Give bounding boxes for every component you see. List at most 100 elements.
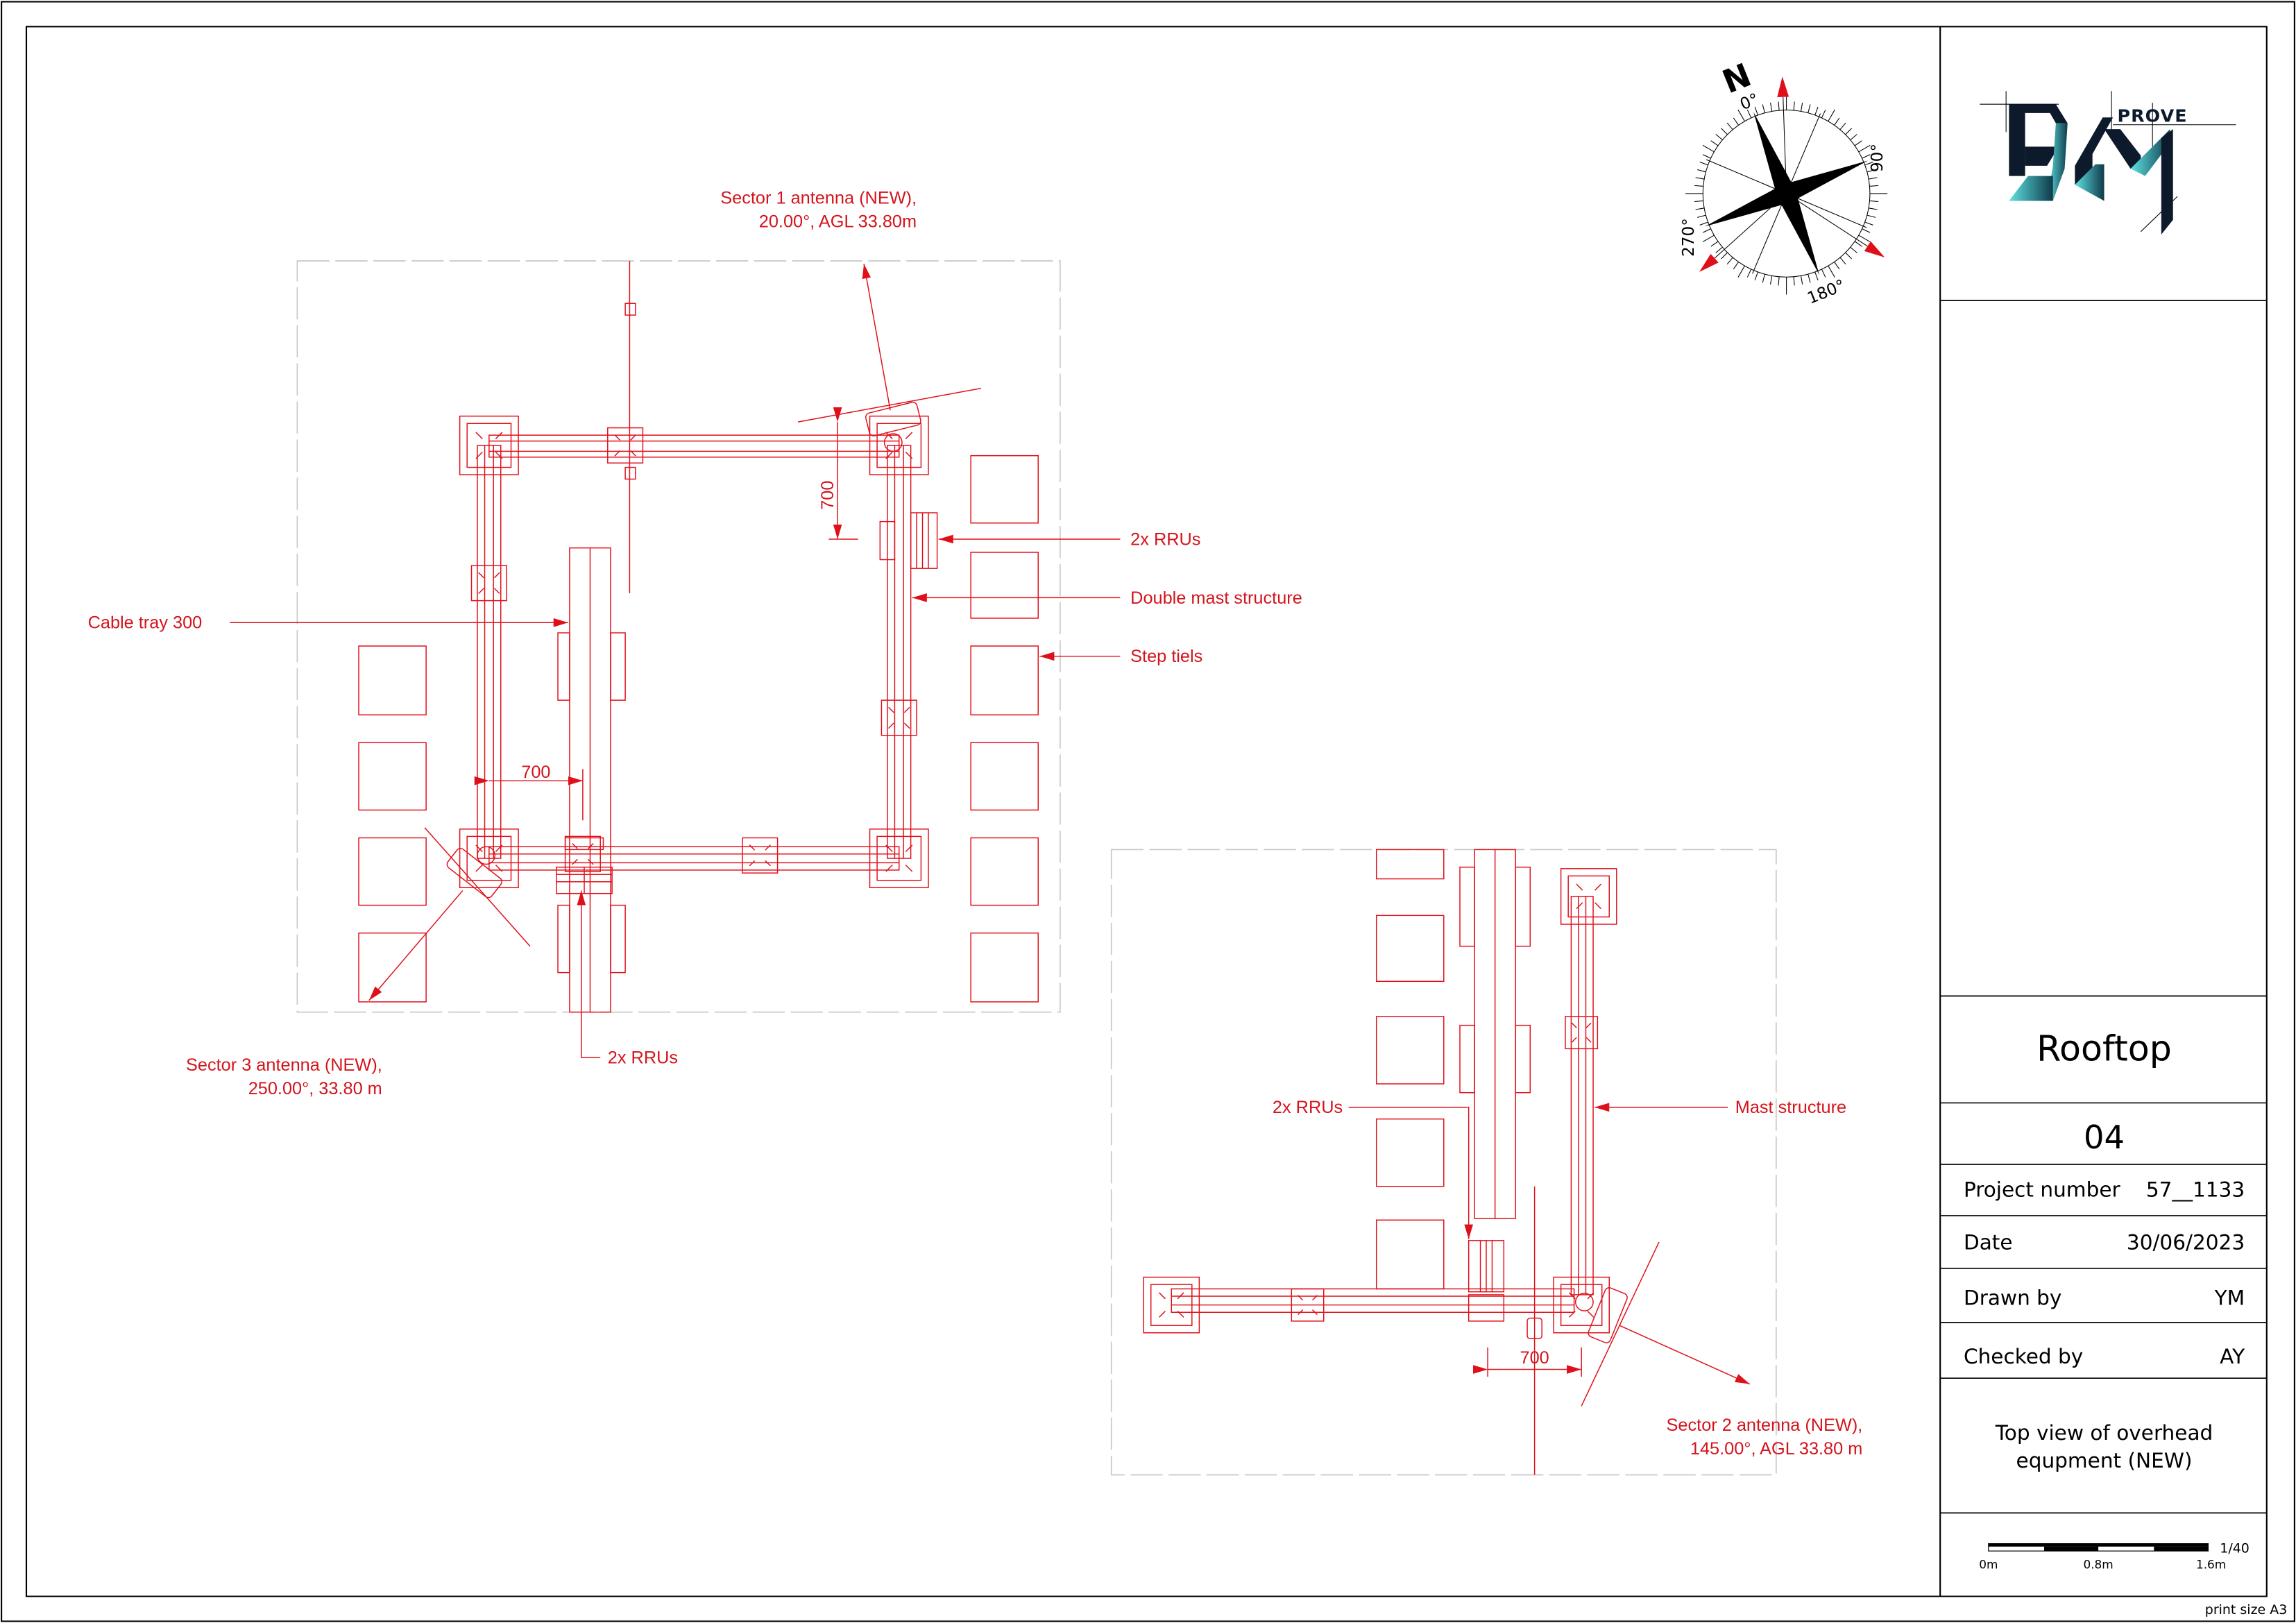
sector1-label-line1: Sector 1 antenna (NEW), bbox=[720, 189, 917, 208]
compass-tick bbox=[1814, 271, 1819, 281]
project-number-label: Project number bbox=[1964, 1178, 2121, 1202]
compass-tick bbox=[1845, 128, 1852, 135]
compass-tick bbox=[1710, 140, 1719, 146]
sheet-number: 04 bbox=[2084, 1119, 2125, 1156]
sector1-antenna bbox=[797, 264, 982, 452]
rru-unit-right bbox=[879, 512, 938, 569]
scale-label-mid: 0.8m bbox=[2083, 1558, 2113, 1572]
cable-tray bbox=[557, 547, 626, 1013]
step-tile bbox=[970, 645, 1039, 715]
compass-tick bbox=[1869, 185, 1879, 187]
compass-tick bbox=[1754, 271, 1758, 281]
compass-tick bbox=[1721, 128, 1728, 135]
compass-180: 180° bbox=[1805, 276, 1848, 308]
compass-tick bbox=[1808, 273, 1811, 283]
step-tile bbox=[1375, 849, 1445, 880]
compass-tick bbox=[1839, 122, 1846, 130]
title-row-checked: Checked by AY bbox=[1964, 1345, 2245, 1368]
compass-tick bbox=[1778, 101, 1780, 111]
sector-azimuth-arrow-icon bbox=[1699, 198, 1782, 272]
compass-tick bbox=[1699, 221, 1708, 226]
compass-tick bbox=[1778, 276, 1780, 286]
corner-base-plate bbox=[1560, 868, 1617, 925]
step-tile bbox=[358, 932, 427, 1003]
compass-tick bbox=[1850, 134, 1857, 141]
title-block bbox=[1940, 300, 2267, 1514]
mast-structure-label: Mast structure bbox=[1735, 1098, 1846, 1117]
scale-label-end: 1.6m bbox=[2196, 1558, 2226, 1572]
compass-tick bbox=[1800, 275, 1803, 284]
compass-tick bbox=[1710, 241, 1719, 247]
compass-tick bbox=[1868, 207, 1878, 210]
compass-tick bbox=[1746, 269, 1752, 278]
mast-clamp-plate bbox=[881, 699, 917, 736]
compass-tick bbox=[1702, 228, 1711, 233]
checked-by-value: AY bbox=[2220, 1345, 2245, 1368]
step-tile bbox=[1375, 915, 1445, 983]
compass-tick bbox=[1702, 144, 1715, 153]
step-tile bbox=[970, 552, 1039, 619]
mast-clamp-plate bbox=[470, 565, 507, 602]
corner-base-plate bbox=[459, 829, 519, 888]
step-tile bbox=[970, 454, 1039, 524]
double-mast-label: Double mast structure bbox=[1130, 588, 1302, 608]
logo-prove-text: PROVE bbox=[2118, 105, 2188, 126]
compass-tick bbox=[1858, 235, 1871, 243]
compass-tick bbox=[1702, 235, 1715, 243]
compass-tick bbox=[1866, 214, 1876, 218]
drawing-frame bbox=[25, 26, 2268, 1597]
compass-tick bbox=[1695, 177, 1705, 180]
compass-tick bbox=[1762, 104, 1765, 113]
compass-tick bbox=[1854, 241, 1862, 247]
title-row-date: Date 30/06/2023 bbox=[1964, 1230, 2245, 1254]
compass-rose-icon: 0° 90° 180° 270° N bbox=[1679, 56, 1888, 308]
compass-270: 270° bbox=[1679, 218, 1698, 257]
compass-tick bbox=[1697, 214, 1706, 218]
compass-tick bbox=[1737, 110, 1745, 122]
sector-azimuth-arrow-icon bbox=[1792, 197, 1885, 257]
dimension-700-secondary: 700 bbox=[1520, 1348, 1549, 1368]
sector3-label-line2: 250.00°, 33.80 m bbox=[248, 1079, 382, 1098]
bim-prove-logo: PROVE bbox=[1980, 91, 2236, 235]
compass-tick bbox=[1839, 257, 1846, 265]
compass-tick bbox=[1808, 104, 1811, 113]
step-tiles-secondary bbox=[1375, 849, 1445, 1290]
scale-ratio: 1/40 bbox=[2220, 1540, 2250, 1556]
compass-tick bbox=[1737, 265, 1745, 278]
compass-tick bbox=[1800, 102, 1803, 112]
print-size: print size A3 bbox=[2205, 1602, 2288, 1617]
step-tiles-main bbox=[358, 454, 1039, 1003]
sector2-label-line1: Sector 2 antenna (NEW), bbox=[1667, 1416, 1863, 1435]
mast-clamp-plate bbox=[1291, 1288, 1325, 1322]
mast-clamp-plate bbox=[564, 835, 601, 872]
compass-tick bbox=[1715, 134, 1723, 141]
compass-tick bbox=[1695, 207, 1705, 210]
date-value: 30/06/2023 bbox=[2127, 1230, 2245, 1254]
compass-tick bbox=[1866, 169, 1876, 173]
mast-clamp-plate bbox=[607, 427, 644, 464]
sector-azimuth-arrow-icon bbox=[1777, 76, 1789, 187]
scale-bar: 0m 0.8m 1.6m 1/40 bbox=[1979, 1540, 2250, 1571]
sheet-title: Rooftop bbox=[2036, 1028, 2172, 1069]
compass-tick bbox=[1821, 110, 1826, 119]
double-mast-frame bbox=[477, 434, 912, 871]
compass-tick bbox=[1868, 177, 1878, 180]
compass-tick bbox=[1769, 102, 1773, 112]
project-number-value: 57__1133 bbox=[2146, 1178, 2245, 1202]
corner-base-plate bbox=[1143, 1276, 1200, 1334]
sector2-label-line2: 145.00°, AGL 33.80 m bbox=[1690, 1439, 1862, 1459]
compass-tick bbox=[1702, 154, 1711, 159]
description-line2: equpment (NEW) bbox=[2016, 1449, 2193, 1472]
mast-clamp-plate bbox=[1565, 1016, 1599, 1050]
compass-tick bbox=[1697, 169, 1706, 173]
compass-tick bbox=[1828, 110, 1835, 122]
step-tile bbox=[970, 837, 1039, 906]
compass-tick bbox=[1845, 252, 1852, 260]
step-tile bbox=[970, 932, 1039, 1003]
title-row-drawn: Drawn by YM bbox=[1964, 1286, 2245, 1310]
dimension-700-horizontal: 700 bbox=[521, 763, 550, 782]
compass-tick bbox=[1721, 252, 1728, 260]
compass-tick bbox=[1834, 262, 1840, 270]
scale-label-0: 0m bbox=[1979, 1558, 1998, 1572]
corner-base-plate bbox=[869, 829, 929, 888]
